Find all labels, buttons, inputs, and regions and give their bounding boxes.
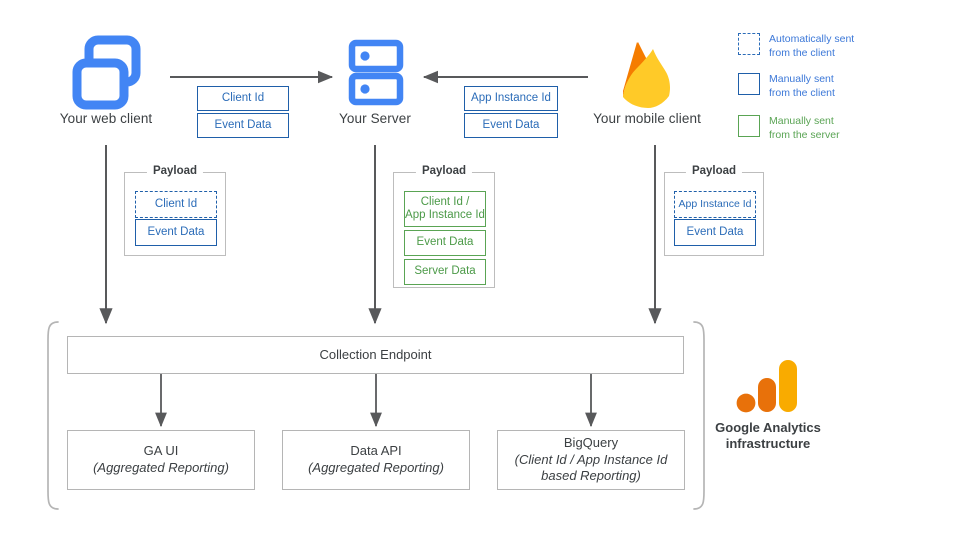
web-client-node xyxy=(62,35,152,112)
legend-line2-automatically-sent: from the client xyxy=(769,46,835,59)
transit-web-event-data: Event Data xyxy=(197,113,289,138)
payload-web-title: Payload xyxy=(146,165,204,177)
web-client-label: Your web client xyxy=(59,111,153,126)
infrastructure-bracket-right xyxy=(693,321,705,510)
output-title-bigquery: BigQuery xyxy=(563,435,619,451)
output-subtitle-ga-ui: (Aggregated Reporting) xyxy=(93,460,229,475)
transit-mobile-app-instance-id: App Instance Id xyxy=(464,86,558,111)
google-analytics-brand: Google Analytics infrastructure xyxy=(713,358,823,458)
output-box-bigquery: BigQuery (Client Id / App Instance Id ba… xyxy=(497,430,685,490)
payload-server: Payload Client Id / App Instance Id Even… xyxy=(393,165,495,288)
legend-item-manually-server: Manually sent from the server xyxy=(738,115,840,143)
legend-item-automatically-sent: Automatically sent from the client xyxy=(738,33,854,61)
output-box-ga-ui: GA UI (Aggregated Reporting) xyxy=(67,430,255,490)
payload-mobile-app-instance-id: App Instance Id xyxy=(674,191,756,218)
legend-swatch-solid-blue-icon xyxy=(738,73,760,95)
google-analytics-label-line2: infrastructure xyxy=(725,436,811,451)
legend-item-manually-client: Manually sent from the client xyxy=(738,73,835,101)
output-subtitle-bigquery: (Client Id / App Instance Id based Repor… xyxy=(514,451,668,484)
legend-text-automatically-sent: Automatically sent from the client xyxy=(769,33,854,61)
mobile-client-label: Your mobile client xyxy=(593,111,701,126)
legend-text-manually-server: Manually sent from the server xyxy=(769,115,840,143)
browser-windows-icon xyxy=(72,35,141,110)
payload-mobile-event-data: Event Data xyxy=(674,219,756,246)
payload-web-event-data: Event Data xyxy=(135,219,217,246)
payload-server-client-or-app-id: Client Id / App Instance Id xyxy=(404,191,486,227)
google-analytics-label-line1: Google Analytics xyxy=(715,420,821,435)
legend-text-manually-client: Manually sent from the client xyxy=(769,73,835,101)
server-label: Your Server xyxy=(339,111,411,126)
payload-server-server-data: Server Data xyxy=(404,259,486,285)
legend-line2-manually-server: from the server xyxy=(769,128,840,141)
legend-line1-manually-server: Manually sent xyxy=(769,115,834,127)
output-box-data-api: Data API (Aggregated Reporting) xyxy=(282,430,470,490)
payload-web-client-id: Client Id xyxy=(135,191,217,218)
collection-endpoint-box: Collection Endpoint xyxy=(67,336,684,374)
infrastructure-bracket-left xyxy=(47,321,59,510)
collection-endpoint-label: Collection Endpoint xyxy=(319,346,432,362)
server-node xyxy=(348,39,404,108)
payload-mobile: Payload App Instance Id Event Data xyxy=(664,165,764,256)
legend-line2-manually-client: from the client xyxy=(769,86,835,99)
transit-web-client-id: Client Id xyxy=(197,86,289,111)
legend-line1-manually-client: Manually sent xyxy=(769,73,834,85)
mobile-client-node xyxy=(613,36,681,112)
legend-swatch-solid-green-icon xyxy=(738,115,760,137)
transit-mobile-event-data: Event Data xyxy=(464,113,558,138)
payload-mobile-title: Payload xyxy=(685,165,743,177)
output-title-ga-ui: GA UI xyxy=(143,443,179,459)
output-subtitle-data-api: (Aggregated Reporting) xyxy=(308,460,444,475)
payload-web: Payload Client Id Event Data xyxy=(124,165,226,256)
output-title-data-api: Data API xyxy=(350,443,402,459)
legend-swatch-dashed-icon xyxy=(738,33,760,55)
payload-server-title: Payload xyxy=(415,165,473,177)
server-racks-icon xyxy=(348,39,404,106)
firebase-flame-icon xyxy=(623,42,670,108)
payload-server-event-data: Event Data xyxy=(404,230,486,256)
legend-line1-automatically-sent: Automatically sent xyxy=(769,33,855,45)
google-analytics-icon xyxy=(736,360,797,413)
